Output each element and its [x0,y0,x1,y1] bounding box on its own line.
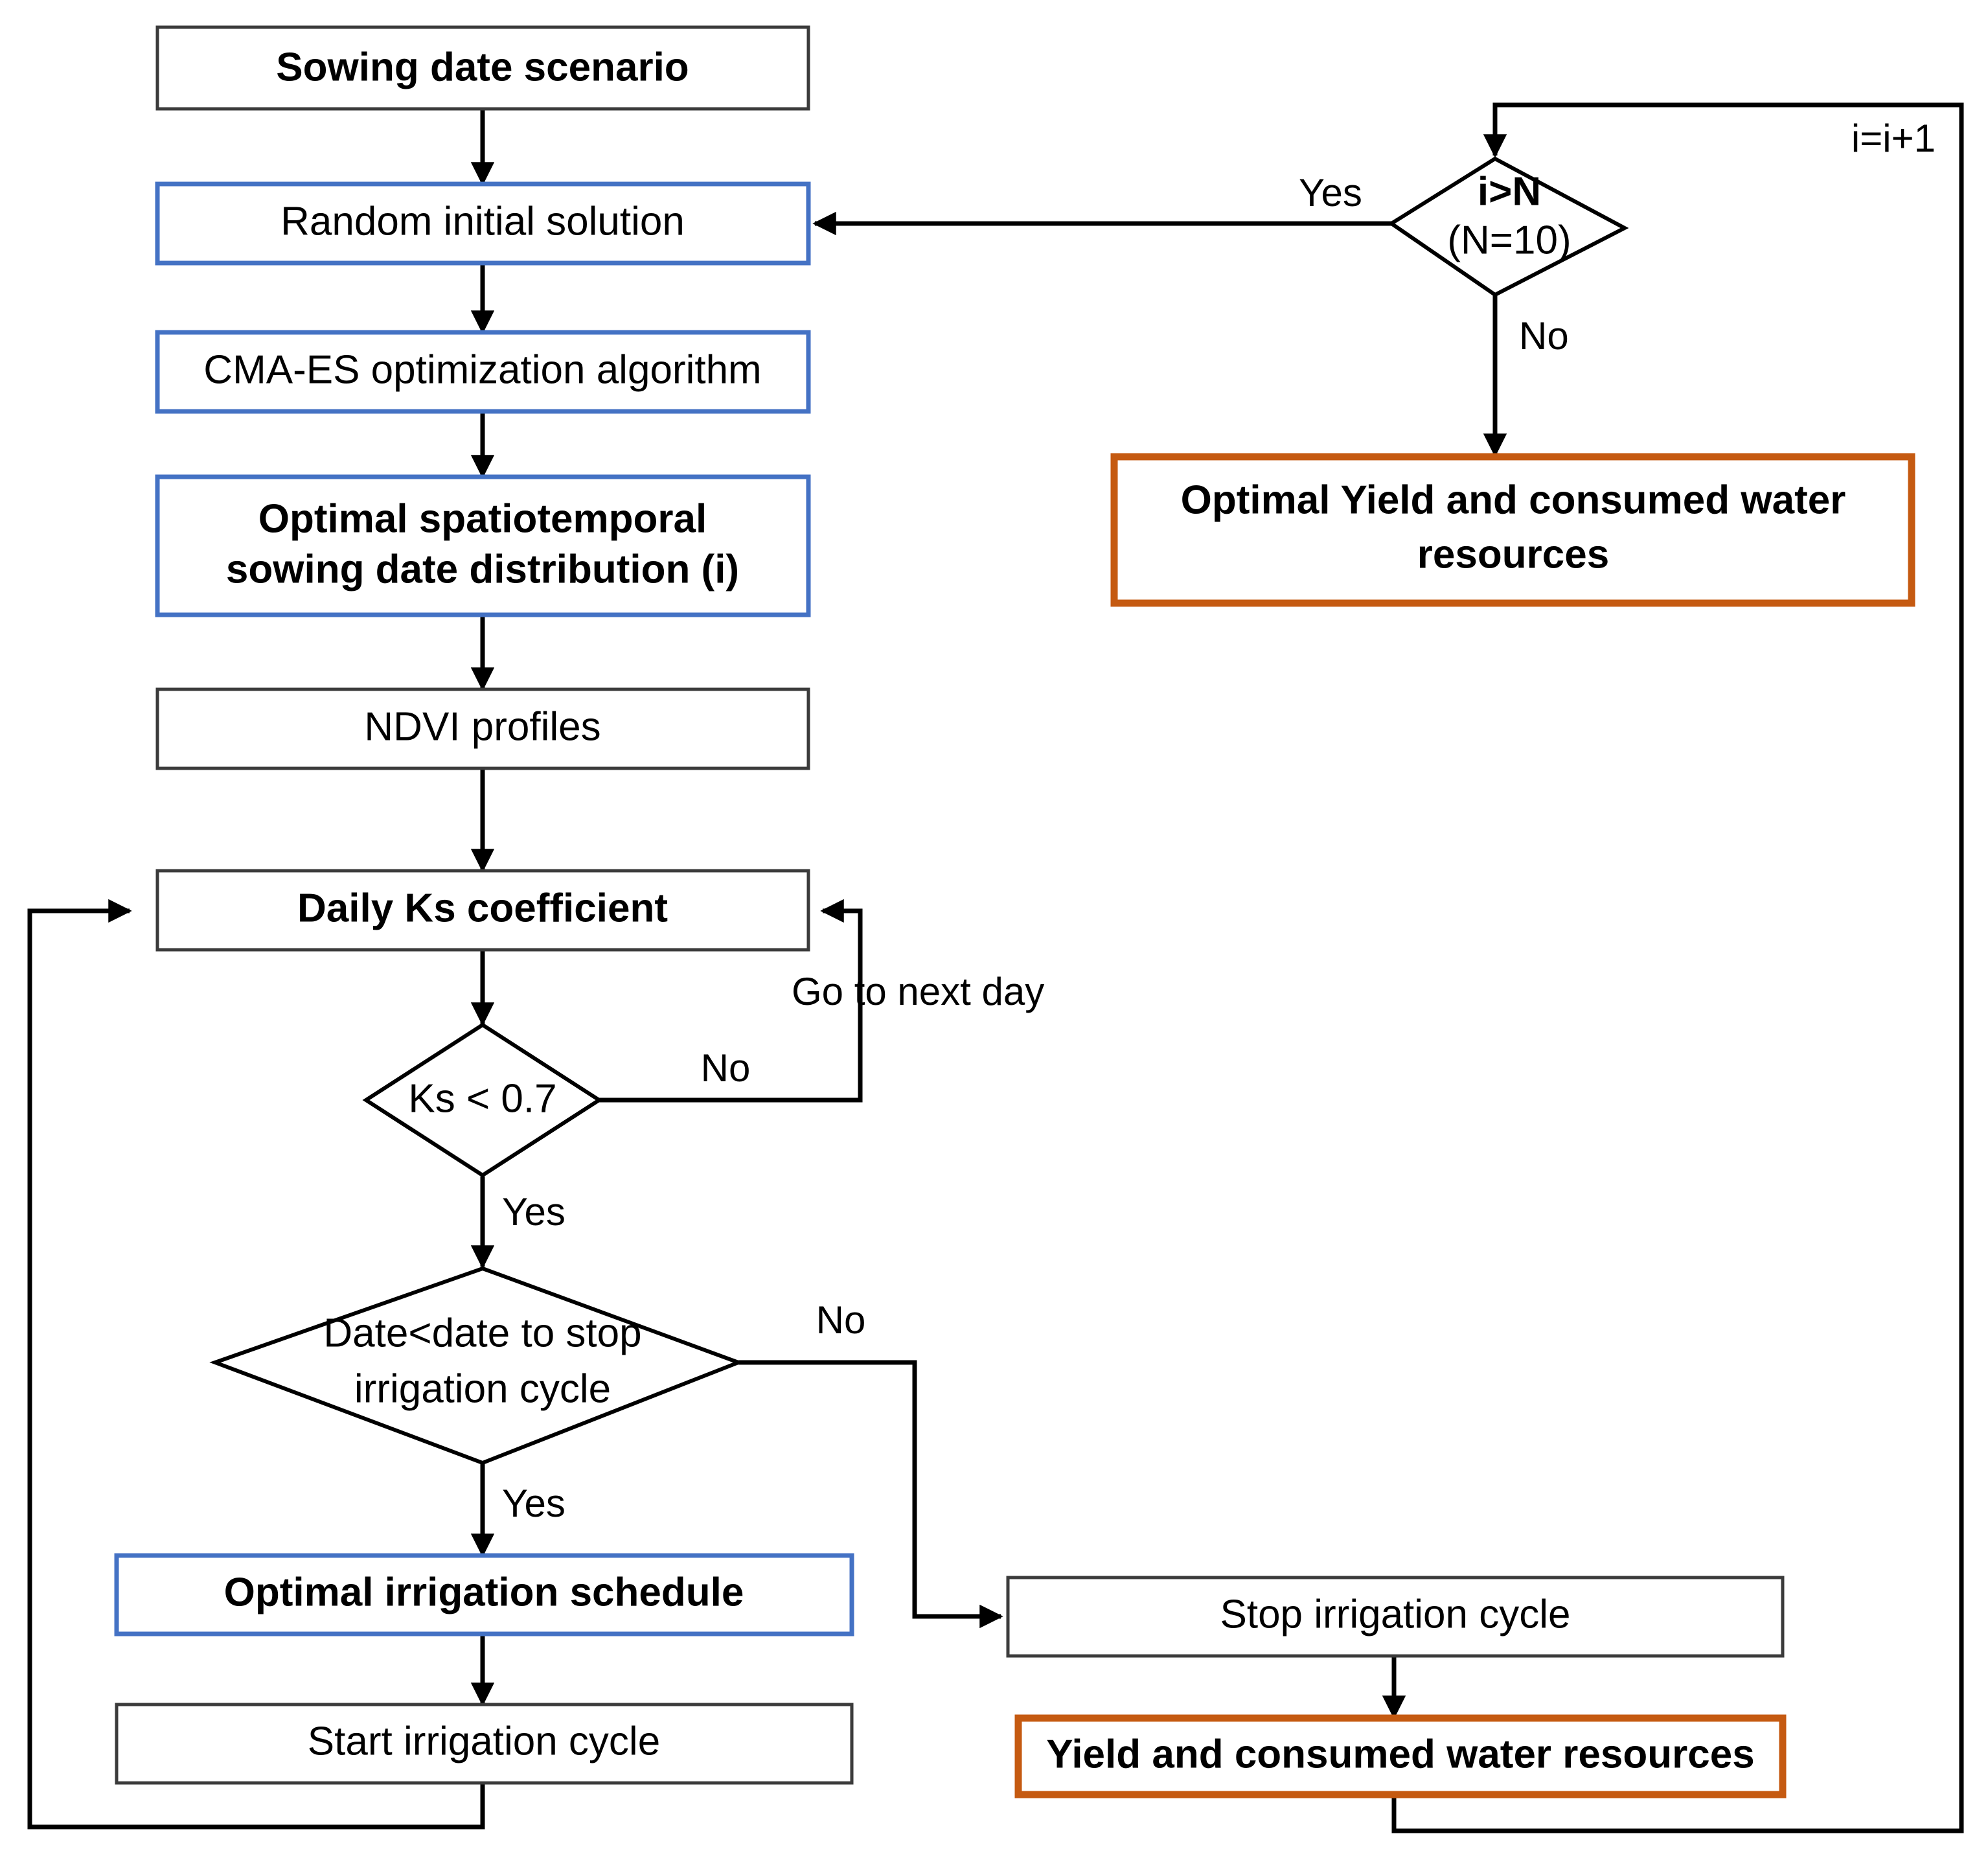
node-optimal-spatiotemporal-distribution[interactable]: Optimal spatiotemporal sowing date distr… [155,474,811,617]
node-optimal-spatiotemporal-line2: sowing date distribution (i) [226,547,739,591]
node-ks-threshold-decision[interactable]: Ks < 0.7 [362,1022,603,1178]
node-ks-threshold-decision-shape[interactable] [362,1022,603,1178]
node-start-irrigation-cycle-label: Start irrigation cycle [308,1719,660,1763]
node-ndvi-profiles[interactable]: NDVI profiles [155,687,810,770]
connector-start-loop-to-dailyks [27,899,485,1830]
edge-label-go-to-next-day: Go to next day [792,970,1044,1013]
edge-label-ks-yes: Yes [502,1190,566,1234]
node-date-stop-decision[interactable]: Date<date to stop irrigation cycle [209,1266,744,1465]
node-date-stop-decision-line2: irrigation cycle [354,1366,611,1411]
node-cmaes-optimization-algorithm-box[interactable] [155,330,811,414]
node-random-initial-solution[interactable]: Random initial solution [155,181,811,266]
node-start-irrigation-cycle-box[interactable] [115,1703,854,1785]
connector-yield-loop-increment [1391,102,1964,1833]
node-optimal-yield-line1: Optimal Yield and consumed water [1181,477,1846,522]
edge-label-date-no: No [816,1298,866,1342]
node-start-irrigation-cycle[interactable]: Start irrigation cycle [115,1703,854,1785]
edge-label-iteration-yes: Yes [1299,171,1362,214]
node-optimal-spatiotemporal-line1: Optimal spatiotemporal [258,496,707,541]
node-daily-ks-coefficient-box[interactable] [155,869,810,952]
edge-label-date-yes: Yes [502,1482,566,1525]
edge-label-iteration-no: No [1519,314,1569,358]
node-sowing-date-scenario[interactable]: Sowing date scenario [155,25,810,111]
node-stop-irrigation-cycle-box[interactable] [1006,1576,1785,1658]
node-iteration-decision-shape[interactable] [1388,156,1629,297]
node-date-stop-decision-line1: Date<date to stop [323,1311,641,1355]
node-yield-and-water-resources-label: Yield and consumed water resources [1046,1732,1754,1776]
node-ndvi-profiles-box[interactable] [155,687,810,770]
connector-ks-no-next-day [599,899,863,1103]
node-ndvi-profiles-label: NDVI profiles [364,704,600,749]
node-daily-ks-coefficient-label: Daily Ks coefficient [297,886,668,930]
edge-label-ks-no: No [701,1046,751,1090]
edge-label-increment: i=i+1 [1851,117,1936,160]
node-random-initial-solution-label: Random initial solution [280,199,685,244]
node-stop-irrigation-cycle-label: Stop irrigation cycle [1220,1592,1570,1636]
node-optimal-irrigation-schedule-label: Optimal irrigation schedule [224,1570,744,1614]
node-optimal-irrigation-schedule[interactable]: Optimal irrigation schedule [114,1553,854,1636]
node-iteration-decision[interactable]: i>N (N=10) [1388,156,1629,297]
node-sowing-date-scenario-box[interactable] [155,25,810,111]
node-iteration-decision-line1: i>N [1478,169,1541,214]
node-ks-threshold-decision-label: Ks < 0.7 [408,1076,556,1121]
node-daily-ks-coefficient[interactable]: Daily Ks coefficient [155,869,810,952]
node-date-stop-decision-shape[interactable] [209,1266,744,1465]
node-iteration-decision-line2: (N=10) [1447,218,1571,262]
node-yield-and-water-resources[interactable]: Yield and consumed water resources [1014,1714,1787,1798]
node-cmaes-optimization-algorithm-label: CMA-ES optimization algorithm [203,347,761,392]
node-stop-irrigation-cycle[interactable]: Stop irrigation cycle [1006,1576,1785,1658]
node-optimal-yield-line2: resources [1417,532,1609,577]
node-sowing-date-scenario-label: Sowing date scenario [276,45,689,89]
node-optimal-spatiotemporal-distribution-box[interactable] [155,474,811,617]
node-optimal-irrigation-schedule-box[interactable] [114,1553,854,1636]
node-random-initial-solution-box[interactable] [155,181,811,266]
node-cmaes-optimization-algorithm[interactable]: CMA-ES optimization algorithm [155,330,811,414]
connector-date-no-to-stop [738,1360,1003,1629]
node-yield-and-water-resources-box[interactable] [1014,1714,1787,1798]
node-optimal-yield-and-water-resources-box[interactable] [1110,453,1915,607]
node-optimal-yield-and-water-resources[interactable]: Optimal Yield and consumed water resourc… [1110,453,1915,607]
